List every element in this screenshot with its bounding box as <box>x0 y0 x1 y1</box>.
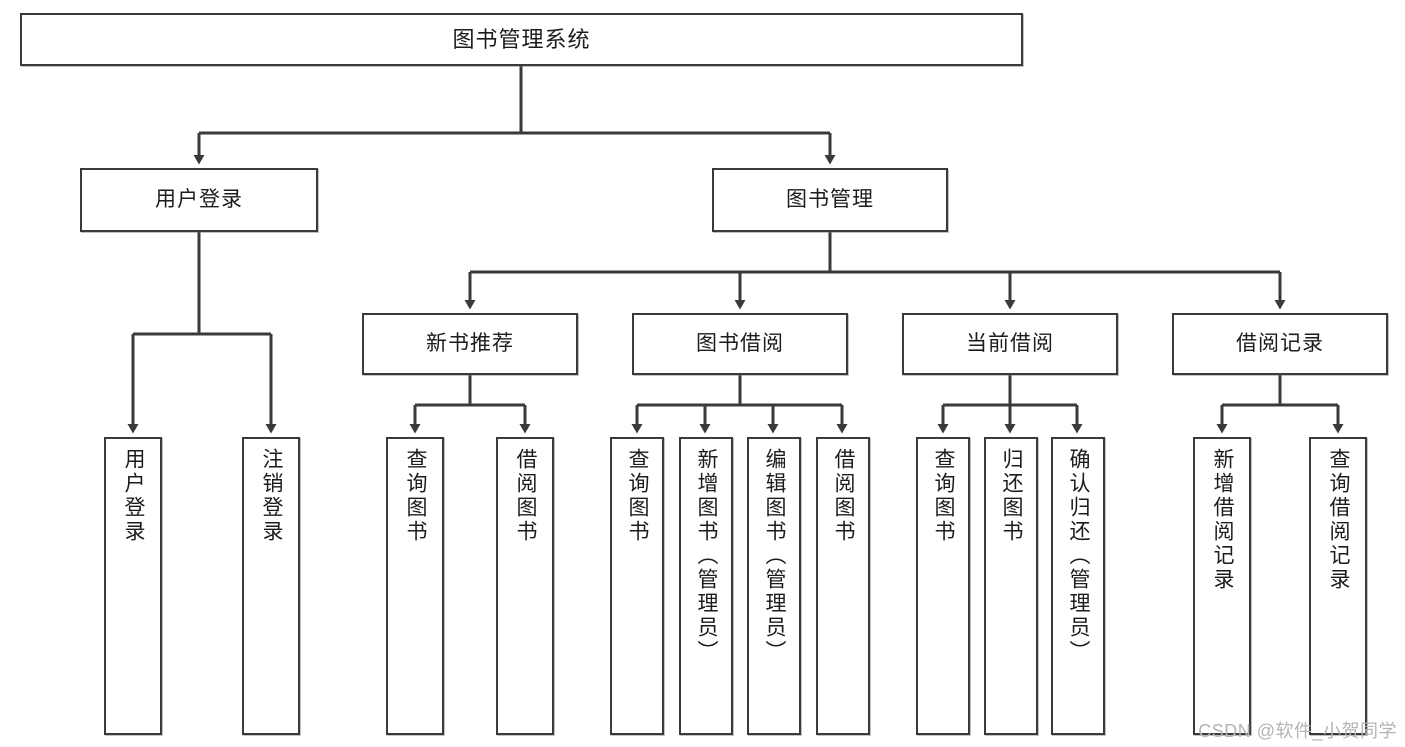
leaf-return-book[interactable]: 归还图书 <box>984 437 1038 735</box>
node-new-book-recommend[interactable]: 新书推荐 <box>362 313 578 375</box>
leaf-query-book-current[interactable]: 查询图书 <box>916 437 970 735</box>
node-label: 新增借阅记录 <box>1211 448 1235 592</box>
node-label: 注销登录 <box>260 448 284 544</box>
leaf-query-borrow-record[interactable]: 查询借阅记录 <box>1309 437 1367 735</box>
leaf-borrow-book-newbook[interactable]: 借阅图书 <box>496 437 554 735</box>
node-label: 新增图书（管理员） <box>695 448 719 664</box>
node-label: 查询图书 <box>404 448 428 544</box>
node-label: 查询借阅记录 <box>1327 448 1351 592</box>
node-label: 借阅图书 <box>832 448 856 544</box>
node-borrow-record[interactable]: 借阅记录 <box>1172 313 1388 375</box>
leaf-logout[interactable]: 注销登录 <box>242 437 300 735</box>
node-label: 图书管理系统 <box>452 26 591 52</box>
node-label: 查询图书 <box>932 448 956 544</box>
leaf-edit-book-admin[interactable]: 编辑图书（管理员） <box>747 437 801 735</box>
node-label: 图书借阅 <box>696 331 784 355</box>
leaf-add-borrow-record[interactable]: 新增借阅记录 <box>1193 437 1251 735</box>
csdn-watermark: CSDN @软件_小贺同学 <box>1198 721 1397 741</box>
node-label: 确认归还（管理员） <box>1067 448 1091 664</box>
node-label: 编辑图书（管理员） <box>763 448 787 664</box>
leaf-query-book-newbook[interactable]: 查询图书 <box>386 437 444 735</box>
leaf-user-login[interactable]: 用户登录 <box>104 437 162 735</box>
leaf-borrow-book[interactable]: 借阅图书 <box>816 437 870 735</box>
node-current-borrow[interactable]: 当前借阅 <box>902 313 1118 375</box>
node-label: 借阅记录 <box>1236 331 1324 355</box>
leaf-query-book-borrow[interactable]: 查询图书 <box>610 437 664 735</box>
node-label: 新书推荐 <box>426 331 514 355</box>
node-book-management[interactable]: 图书管理 <box>712 168 948 232</box>
node-label: 归还图书 <box>1000 448 1024 544</box>
node-label: 借阅图书 <box>514 448 538 544</box>
node-label: 查询图书 <box>626 448 650 544</box>
node-label: 当前借阅 <box>966 331 1054 355</box>
node-label: 用户登录 <box>122 448 146 544</box>
leaf-add-book-admin[interactable]: 新增图书（管理员） <box>679 437 733 735</box>
node-label: 用户登录 <box>155 187 243 211</box>
node-user-login[interactable]: 用户登录 <box>80 168 318 232</box>
leaf-confirm-return-admin[interactable]: 确认归还（管理员） <box>1051 437 1105 735</box>
node-root-system[interactable]: 图书管理系统 <box>20 13 1023 66</box>
node-book-borrow[interactable]: 图书借阅 <box>632 313 848 375</box>
node-label: 图书管理 <box>786 187 874 211</box>
